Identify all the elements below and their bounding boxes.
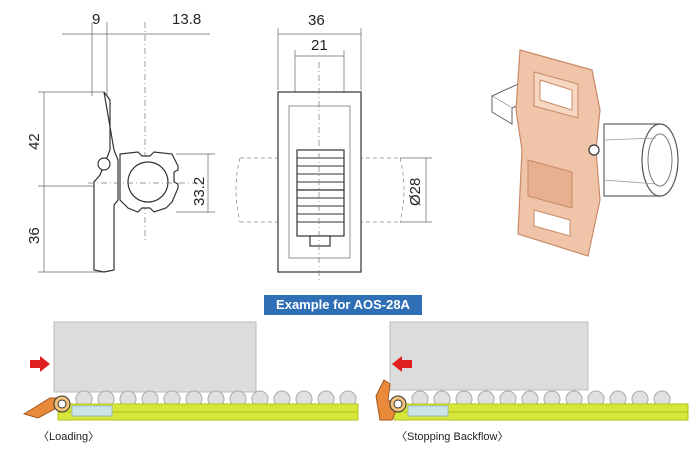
stopping-arrow xyxy=(392,356,412,372)
dim-13-8: 13.8 xyxy=(172,11,201,28)
side-view: 9 13.8 42 36 33.2 xyxy=(26,11,215,273)
stopping-box xyxy=(389,321,589,391)
dim-42: 42 xyxy=(26,133,43,150)
lever-profile xyxy=(93,91,119,273)
loading-arrow xyxy=(30,356,50,372)
loading-box xyxy=(53,321,257,393)
example-banner: Example for AOS-28A xyxy=(264,295,422,315)
front-view: 36 21 Ø28 xyxy=(235,12,432,282)
pipe-inner xyxy=(127,161,169,203)
dim-diameter: Ø28 xyxy=(407,178,424,206)
dim-33-2: 33.2 xyxy=(191,177,208,206)
stem xyxy=(309,235,331,247)
caption-stopping: 〈Stopping Backflow〉 xyxy=(396,431,509,443)
ratchet-lower xyxy=(296,189,345,237)
ratchet-upper xyxy=(296,149,345,191)
scene-stopping xyxy=(375,321,689,421)
dim-36-front: 36 xyxy=(308,12,325,29)
pivot-hole xyxy=(97,157,111,171)
caption-loading: 〈Loading〉 xyxy=(38,431,100,443)
iso-view xyxy=(490,49,679,257)
scene-loading xyxy=(22,321,359,421)
dim-36: 36 xyxy=(26,227,43,244)
dim-9: 9 xyxy=(92,11,100,28)
dim-21-front: 21 xyxy=(311,37,328,54)
